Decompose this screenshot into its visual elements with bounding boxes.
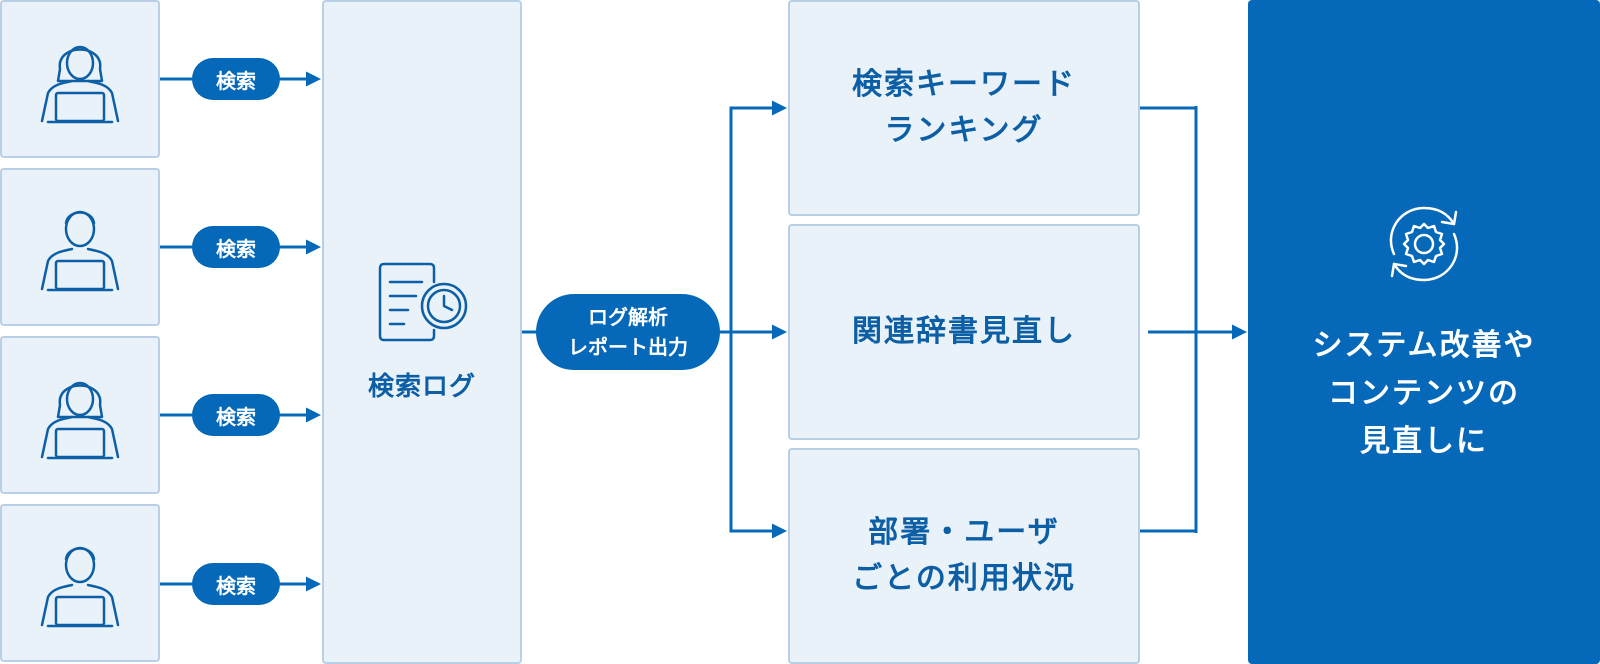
search-log-box: 検索ログ xyxy=(322,0,522,664)
result1-line1: 検索キーワード xyxy=(852,67,1076,102)
search-pill-4: 検索 xyxy=(192,563,280,605)
document-clock-icon xyxy=(374,262,470,348)
search-pill-1: 検索 xyxy=(192,58,280,100)
user-box-2 xyxy=(0,168,160,326)
arrow-analysis-to-result1 xyxy=(729,100,787,332)
result3-line2: ごとの利用状況 xyxy=(852,561,1076,596)
goal-line3: 見直しに xyxy=(1359,424,1488,459)
result-box-dictionary-review: 関連辞書見直し xyxy=(788,224,1140,440)
search-pill-3: 検索 xyxy=(192,394,280,436)
woman-laptop-icon xyxy=(34,365,126,465)
man-laptop-icon xyxy=(34,197,126,297)
result1-line2: ランキング xyxy=(884,113,1044,148)
goal-text: システム改善や コンテンツの 見直しに xyxy=(1312,322,1535,466)
woman-laptop-icon xyxy=(34,29,126,129)
result-box-usage-by-dept-user: 部署・ユーザ ごとの利用状況 xyxy=(788,448,1140,664)
result-box-keyword-ranking: 検索キーワード ランキング xyxy=(788,0,1140,216)
user-box-1 xyxy=(0,0,160,158)
analysis-line2: レポート出力 xyxy=(568,335,688,359)
man-laptop-icon xyxy=(34,533,126,633)
user-box-3 xyxy=(0,336,160,494)
search-pill-2: 検索 xyxy=(192,226,280,268)
goal-line1: システム改善や xyxy=(1312,328,1536,363)
result2-line1: 関連辞書見直し xyxy=(852,314,1076,349)
arrow-analysis-to-result3 xyxy=(729,332,787,539)
result3-line1: 部署・ユーザ xyxy=(868,515,1060,550)
analysis-line1: ログ解析 xyxy=(588,305,668,329)
log-analysis-pill: ログ解析 レポート出力 xyxy=(536,294,720,370)
goal-line2: コンテンツの xyxy=(1327,376,1520,411)
gear-cycle-icon xyxy=(1376,198,1472,294)
user-box-4 xyxy=(0,504,160,662)
search-log-label: 検索ログ xyxy=(367,371,476,402)
goal-box: システム改善や コンテンツの 見直しに xyxy=(1248,0,1600,664)
